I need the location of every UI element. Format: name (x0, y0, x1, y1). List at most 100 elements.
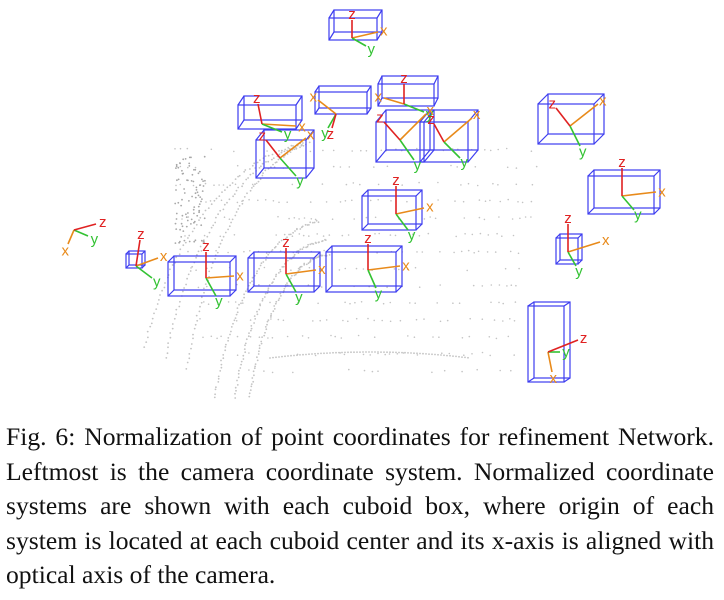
x-axis-label: x (426, 102, 434, 119)
x-axis-label: x (380, 23, 388, 40)
cuboid-box (527, 301, 571, 383)
z-axis (433, 123, 445, 143)
cuboid-box (361, 189, 423, 231)
z-axis-label: z (259, 127, 267, 144)
x-axis-label: x (658, 183, 666, 200)
y-axis-label: y (367, 41, 375, 58)
y-axis-label: y (414, 157, 422, 174)
y-axis-label: y (284, 126, 292, 143)
y-axis (569, 125, 581, 147)
caption-text: Normalization of point coordinates for r… (6, 422, 714, 589)
z-axis-label: z (580, 330, 588, 347)
z-axis (547, 339, 579, 353)
y-axis (567, 251, 577, 267)
x-axis-label: x (318, 261, 326, 278)
y-axis (261, 123, 283, 133)
y-axis-label: y (296, 173, 304, 190)
lidar-point-cloud (143, 141, 538, 399)
x-axis-label: x (599, 92, 607, 109)
coordinate-frame: xy z (348, 6, 388, 58)
cuboid-box (314, 85, 372, 115)
coordinate-frame: xyz (564, 210, 610, 280)
camera-x-axis (67, 229, 75, 245)
caption-label: Fig. 6: (6, 422, 76, 451)
x-axis-label: x (160, 248, 168, 265)
z-axis-label: z (618, 154, 626, 171)
y-axis-label: y (375, 286, 383, 303)
cuboid-box (255, 129, 315, 179)
coordinate-frame: xyz (392, 172, 434, 244)
cuboid-box (375, 109, 435, 163)
y-axis (205, 277, 217, 297)
camera-z-axis (73, 223, 97, 231)
coordinate-frame: xy z (202, 238, 244, 310)
z-axis (265, 139, 281, 159)
x-axis-label: x (375, 88, 383, 105)
z-axis-label: z (348, 6, 356, 23)
z-axis-label: z (376, 110, 384, 127)
y-axis-label: y (460, 154, 468, 171)
z-axis-label: z (549, 95, 557, 112)
coordinate-frame: xyz (253, 90, 306, 143)
coordinate-frame: xyz (547, 330, 588, 387)
x-axis-label: x (473, 106, 481, 123)
y-axis (443, 141, 461, 159)
x-axis-label: x (236, 268, 244, 285)
y-axis-label: y (321, 125, 329, 142)
x-axis-label: x (602, 232, 610, 249)
x-axis (569, 103, 599, 127)
x-axis (351, 31, 379, 39)
coordinate-frame: xyz (427, 106, 481, 171)
cuboid-box (587, 169, 661, 215)
coordinate-frame: xyz (549, 92, 607, 160)
coordinate-frame: xyz (135, 226, 168, 291)
z-axis (135, 239, 141, 267)
coordinate-frame: x y z (376, 102, 434, 174)
z-axis (383, 121, 401, 141)
x-axis-label: x (307, 126, 315, 143)
x-axis (567, 241, 601, 253)
y-axis (399, 139, 415, 161)
x-axis (547, 351, 553, 373)
figure-caption: Fig. 6: Normalization of point coordinat… (6, 420, 714, 593)
z-axis-label: z (282, 234, 290, 251)
cuboid-box (325, 245, 403, 293)
cuboid-box (237, 95, 303, 130)
z-axis (555, 107, 571, 127)
y-axis-label: y (562, 344, 570, 361)
x-axis (135, 257, 159, 267)
y-axis (285, 273, 297, 293)
cuboid-box (328, 9, 383, 41)
z-axis (331, 113, 337, 129)
coordinate-frame: xyz (310, 88, 337, 143)
x-axis (383, 97, 405, 105)
z-axis-label: z (364, 230, 372, 247)
coordinate-frame: xyz (375, 70, 434, 123)
x-axis (317, 99, 337, 115)
z-axis-label: z (400, 70, 408, 87)
x-axis-label: x (402, 257, 410, 274)
y-axis-label: y (295, 289, 303, 306)
y-axis-label: y (408, 227, 416, 244)
cuboid-box (247, 251, 321, 293)
x-axis (205, 275, 235, 279)
cuboid-box (167, 255, 237, 297)
x-axis (279, 137, 307, 159)
x-axis (399, 113, 427, 141)
z-axis-label: z (202, 238, 210, 255)
x-axis-label: x (298, 118, 306, 135)
y-axis (279, 157, 297, 177)
z-axis-label: z (564, 210, 572, 227)
coordinate-frame: x y z (364, 230, 410, 303)
cuboid-box (537, 93, 605, 145)
coordinate-frame: xyz (259, 126, 316, 189)
camera-z-axis-label: z (99, 214, 107, 231)
camera-coordinate-frame: xyz (61, 214, 106, 259)
z-axis-label: z (253, 90, 261, 107)
cuboid-box (377, 75, 439, 107)
camera-y-axis (73, 229, 89, 237)
x-axis (621, 191, 657, 197)
y-axis-label: y (215, 293, 223, 310)
coordinate-frame: xy z (282, 234, 326, 306)
